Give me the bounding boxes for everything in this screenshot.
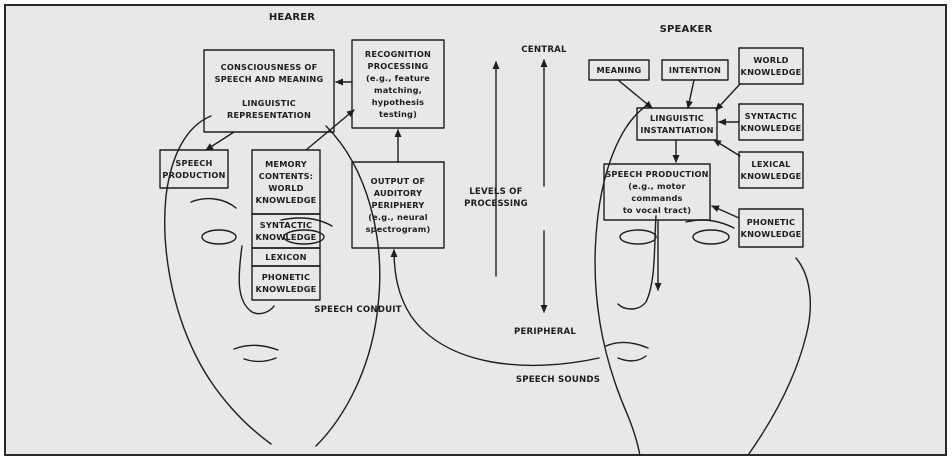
speech-conduit-path [390,249,600,367]
hearer-speech-production-box [159,149,229,189]
hearer-title: HEARER [268,12,316,23]
speaker-phonetic-label: PHONETIC KNOWLEDGE [740,217,802,239]
hearer-right-eye [283,229,325,245]
levels-of-processing-label: LEVELS OF PROCESSING [464,187,528,209]
hearer-lexicon-label: LEXICON [265,252,307,262]
hearer-recognition-label: RECOGNITION PROCESSING (e.g., feature ma… [364,49,432,119]
arrow-phonetic-to-production [711,205,740,219]
speaker-speech-production-label: SPEECH PRODUCTION (e.g., motor commands … [605,169,709,215]
hearer-memory-label: MEMORY CONTENTS: WORLD KNOWLEDGE [255,159,317,205]
levels-central-label: CENTRAL [521,45,567,55]
diagram-frame: HEARER SPEAKER CONSCIOUSNESS OF SPEECH A… [4,4,947,456]
speaker-linguistic-label: LINGUISTIC INSTANTIATION [640,113,714,135]
arrow-intention-to-linguistic [686,79,695,109]
speaker-world-box [738,47,804,85]
hearer-head-curve [315,125,381,447]
arrow-meaning-to-linguistic [617,79,653,109]
speaker-lexical-label: LEXICAL KNOWLEDGE [740,159,802,181]
hearer-right-eyebrow [280,217,333,227]
speaker-mouth [605,341,649,349]
speaker-world-label: WORLD KNOWLEDGE [740,55,802,77]
hearer-nose [238,245,275,315]
diagram-drawing [159,39,811,454]
speaker-cheek [747,257,811,454]
hearer-left-eye [201,229,237,245]
arrow-world-to-linguistic [715,83,741,111]
arrow-consciousness-to-speech-production [205,131,235,151]
speaker-lip [617,355,647,362]
hearer-consciousness-label: CONSCIOUSNESS OF SPEECH AND MEANING LING… [214,62,324,120]
hearer-phonetic-box [251,265,321,301]
speaker-right-eyebrow [685,219,735,229]
hearer-auditory-label: OUTPUT OF AUDITORY PERIPHERY (e.g., neur… [365,176,431,234]
speech-conduit-label: SPEECH CONDUIT [314,305,402,315]
hearer-phonetic-label: PHONETIC KNOWLEDGE [255,272,317,294]
arrow-memory-to-recognition [305,109,355,151]
speaker-phonetic-box [738,208,804,248]
levels-peripheral-label: PERIPHERAL [513,327,577,337]
speaker-syntactic-label: SYNTACTIC KNOWLEDGE [740,111,802,133]
speaker-title: SPEAKER [659,24,713,35]
hearer-syntactic-label: SYNTACTIC KNOWLEDGE [255,220,317,242]
hearer-face-outline [164,115,272,445]
speaker-intention-box [661,59,729,81]
speech-sounds-label: SPEECH SOUNDS [515,375,601,385]
speaker-lexical-box [738,151,804,189]
speaker-face-outline [594,105,647,454]
speaker-right-eye [692,229,730,245]
hearer-recognition-box [351,39,445,129]
speaker-nose [617,215,657,310]
speaker-intention-label: INTENTION [668,65,722,75]
speaker-speech-production-box [603,163,711,221]
hearer-left-eyebrow [190,197,237,209]
speaker-linguistic-box [636,107,718,141]
hearer-consciousness-box [203,49,335,133]
hearer-mouth [233,344,279,351]
hearer-lip [243,357,277,363]
speaker-meaning-label: MEANING [596,65,642,75]
hearer-speech-production-label: SPEECH PRODUCTION [162,158,226,180]
speaker-left-eye [619,229,657,245]
arrow-lexical-to-linguistic [713,139,741,157]
